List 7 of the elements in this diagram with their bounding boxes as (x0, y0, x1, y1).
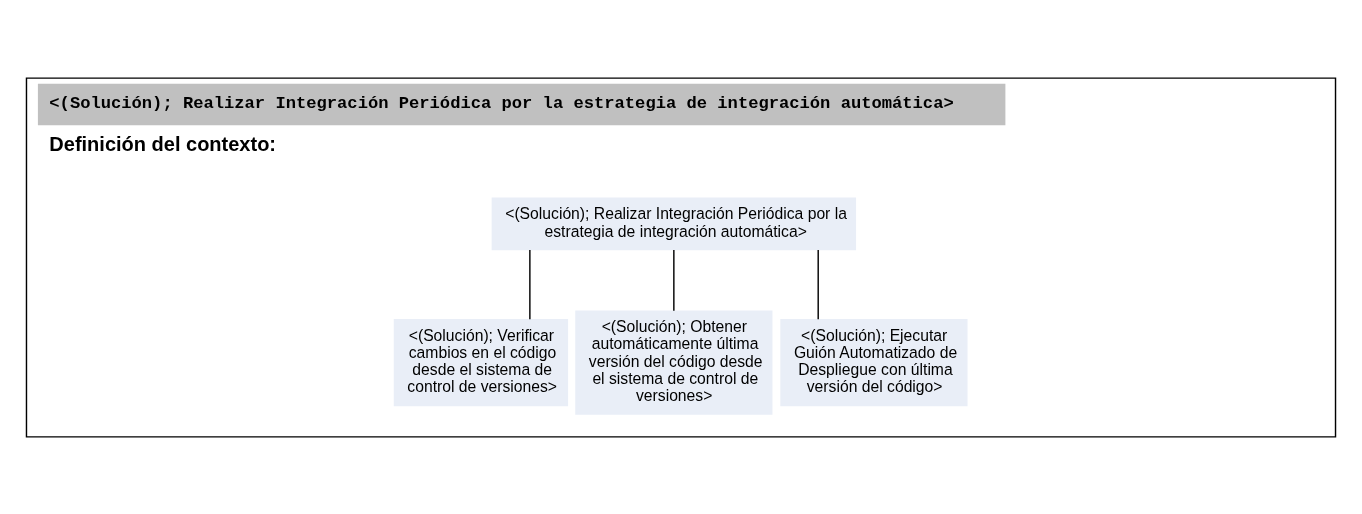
node-box: <(Solución); Verificar cambios en el código desde el sistema de control de versiones> (393, 318, 569, 406)
node-box: <(Solución); Realizar Integración Periódica por la estrategia de integración automática> (491, 196, 857, 250)
node-box: <(Solución); Ejecutar Guión Automatizado de Despliegue con última versión del código> (780, 318, 968, 406)
connector (529, 248, 531, 320)
connector (673, 248, 675, 311)
node-box: <(Solución); Obtener automáticamente última versión del código desde el sistema de control de versiones> (575, 309, 773, 415)
connector (817, 248, 819, 320)
